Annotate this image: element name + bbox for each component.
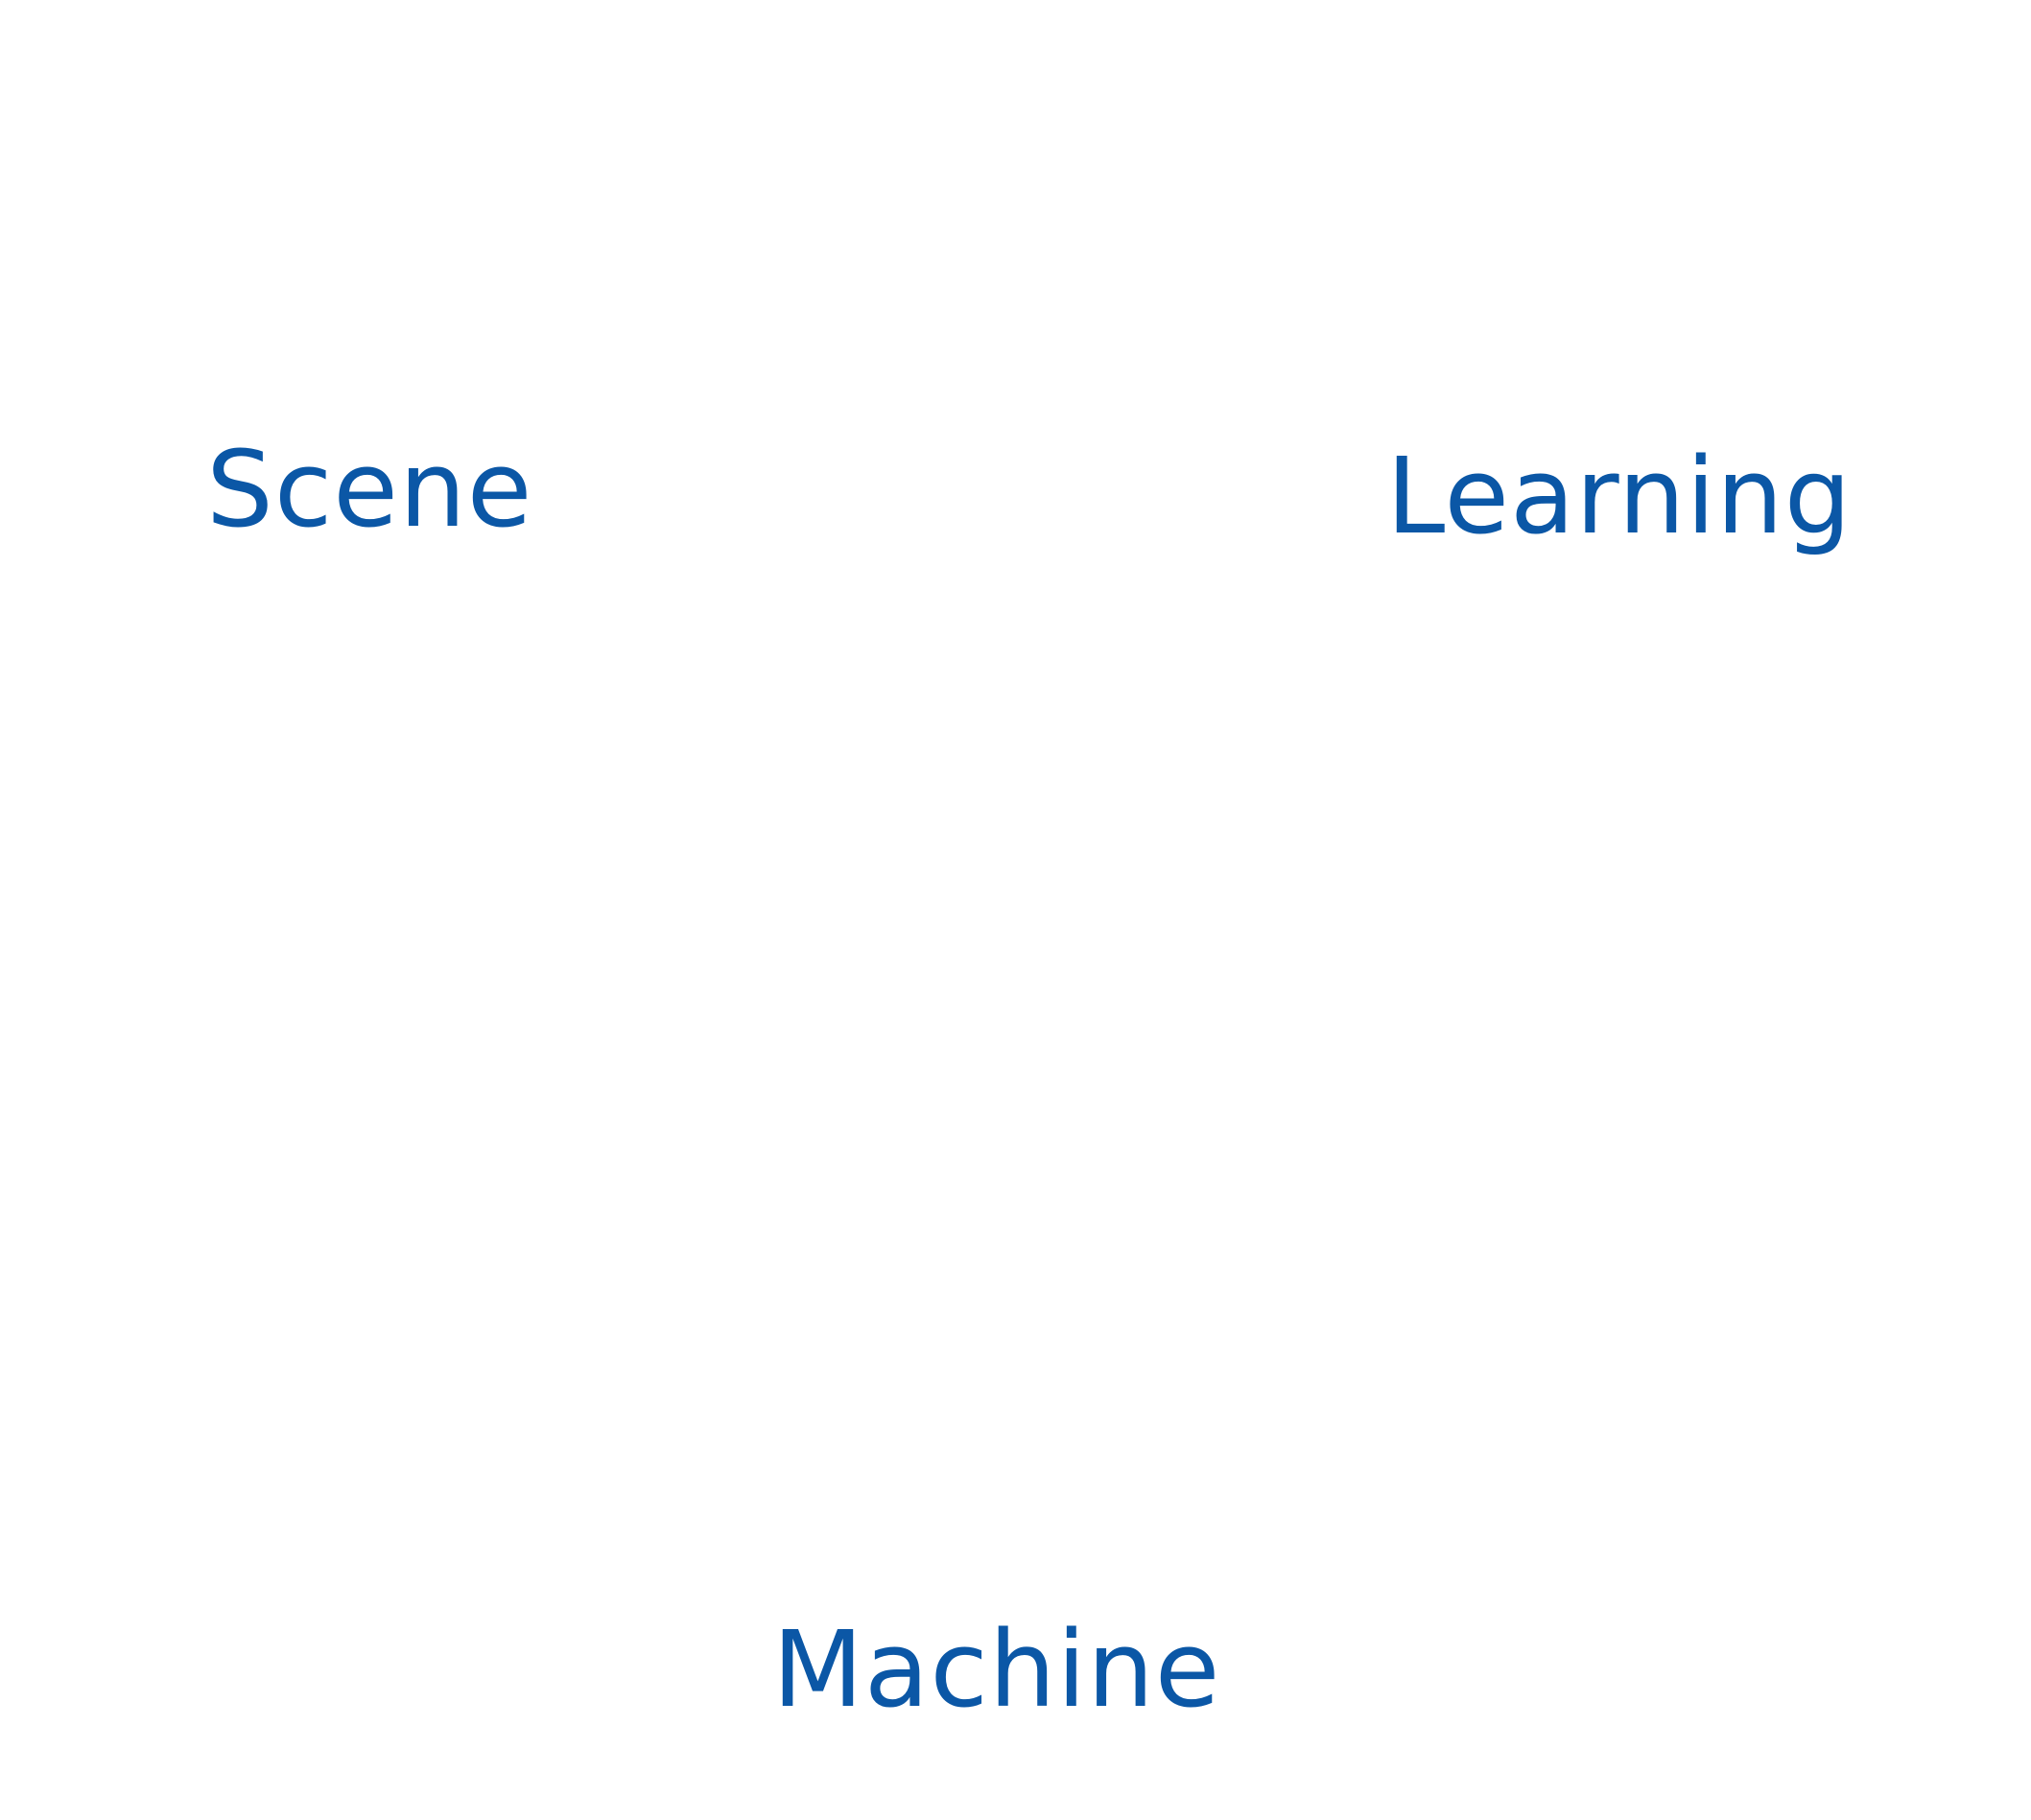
word-scene: Scene	[206, 428, 533, 551]
word-learning: Learning	[1386, 435, 1853, 557]
word-machine: Machine	[772, 1608, 1221, 1731]
